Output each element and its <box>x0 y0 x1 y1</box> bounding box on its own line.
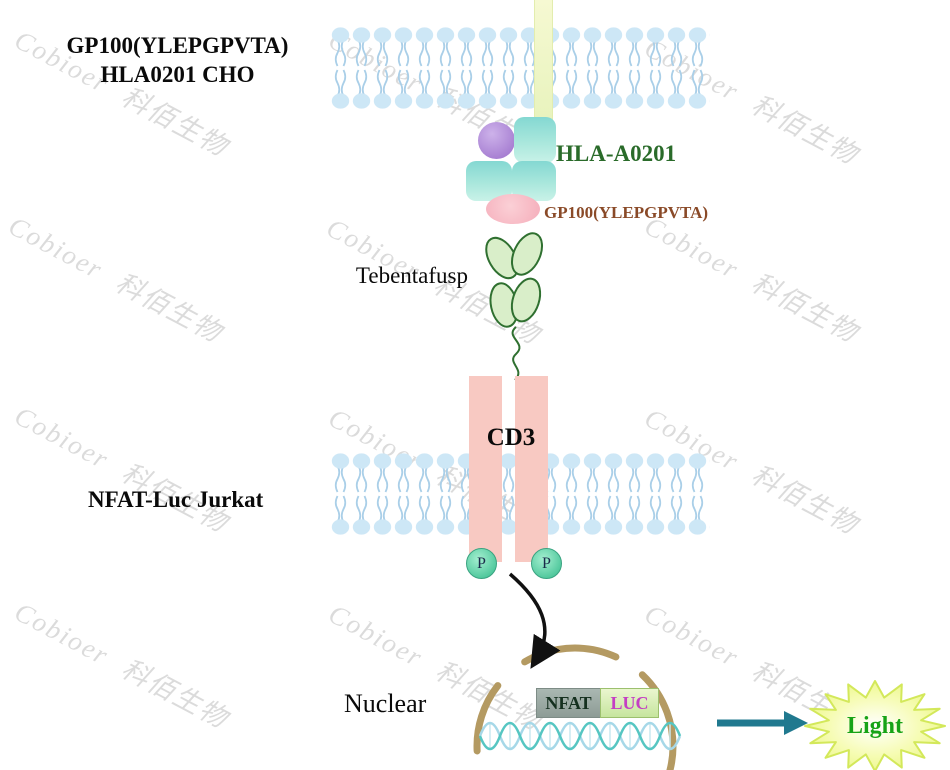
light-label: Light <box>846 712 903 739</box>
hla-anchor-stalk <box>534 0 553 138</box>
watermark-text: Cobioer 科佰生物 <box>9 400 234 539</box>
tebentafusp-molecule <box>468 226 568 386</box>
linker-squiggle <box>511 326 521 381</box>
hla-label: HLA-A0201 <box>556 141 677 166</box>
gp100-peptide-ellipse <box>486 194 540 224</box>
watermark-text: Cobioer 科佰生物 <box>3 210 228 349</box>
watermark-text: Cobioer 科佰生物 <box>639 210 864 349</box>
cho-lipid-bilayer <box>330 26 710 110</box>
nuclear-label: Nuclear <box>344 689 427 718</box>
dna-helix <box>478 721 682 751</box>
reporter-arrow <box>714 706 810 740</box>
gp100-peptide-label: GP100(YLEPGPVTA) <box>544 203 709 222</box>
jurkat-cell-label: NFAT-Luc Jurkat <box>88 487 264 512</box>
cd3-chain-left-transmembrane <box>469 452 502 562</box>
cho-cell-label-line2: HLA0201 CHO <box>100 61 255 87</box>
signal-arrow <box>496 570 586 670</box>
luc-box: LUC <box>600 688 659 718</box>
watermark-text: Cobioer 科佰生物 <box>9 596 234 735</box>
cd3-label: CD3 <box>486 424 536 451</box>
phospho-p-right: P <box>531 548 562 579</box>
cho-cell-label: GP100(YLEPGPVTA) HLA0201 CHO <box>30 32 325 90</box>
cho-cell-label-line1: GP100(YLEPGPVTA) <box>66 33 289 58</box>
nfat-box: NFAT <box>536 688 601 718</box>
cd3-chain-right-transmembrane <box>515 452 548 562</box>
b2m-purple-subunit <box>478 122 515 159</box>
phospho-p-left: P <box>466 548 497 579</box>
tebentafusp-label: Tebentafusp <box>355 263 468 288</box>
light-burst <box>802 678 948 770</box>
hla-domain-top <box>514 117 556 163</box>
